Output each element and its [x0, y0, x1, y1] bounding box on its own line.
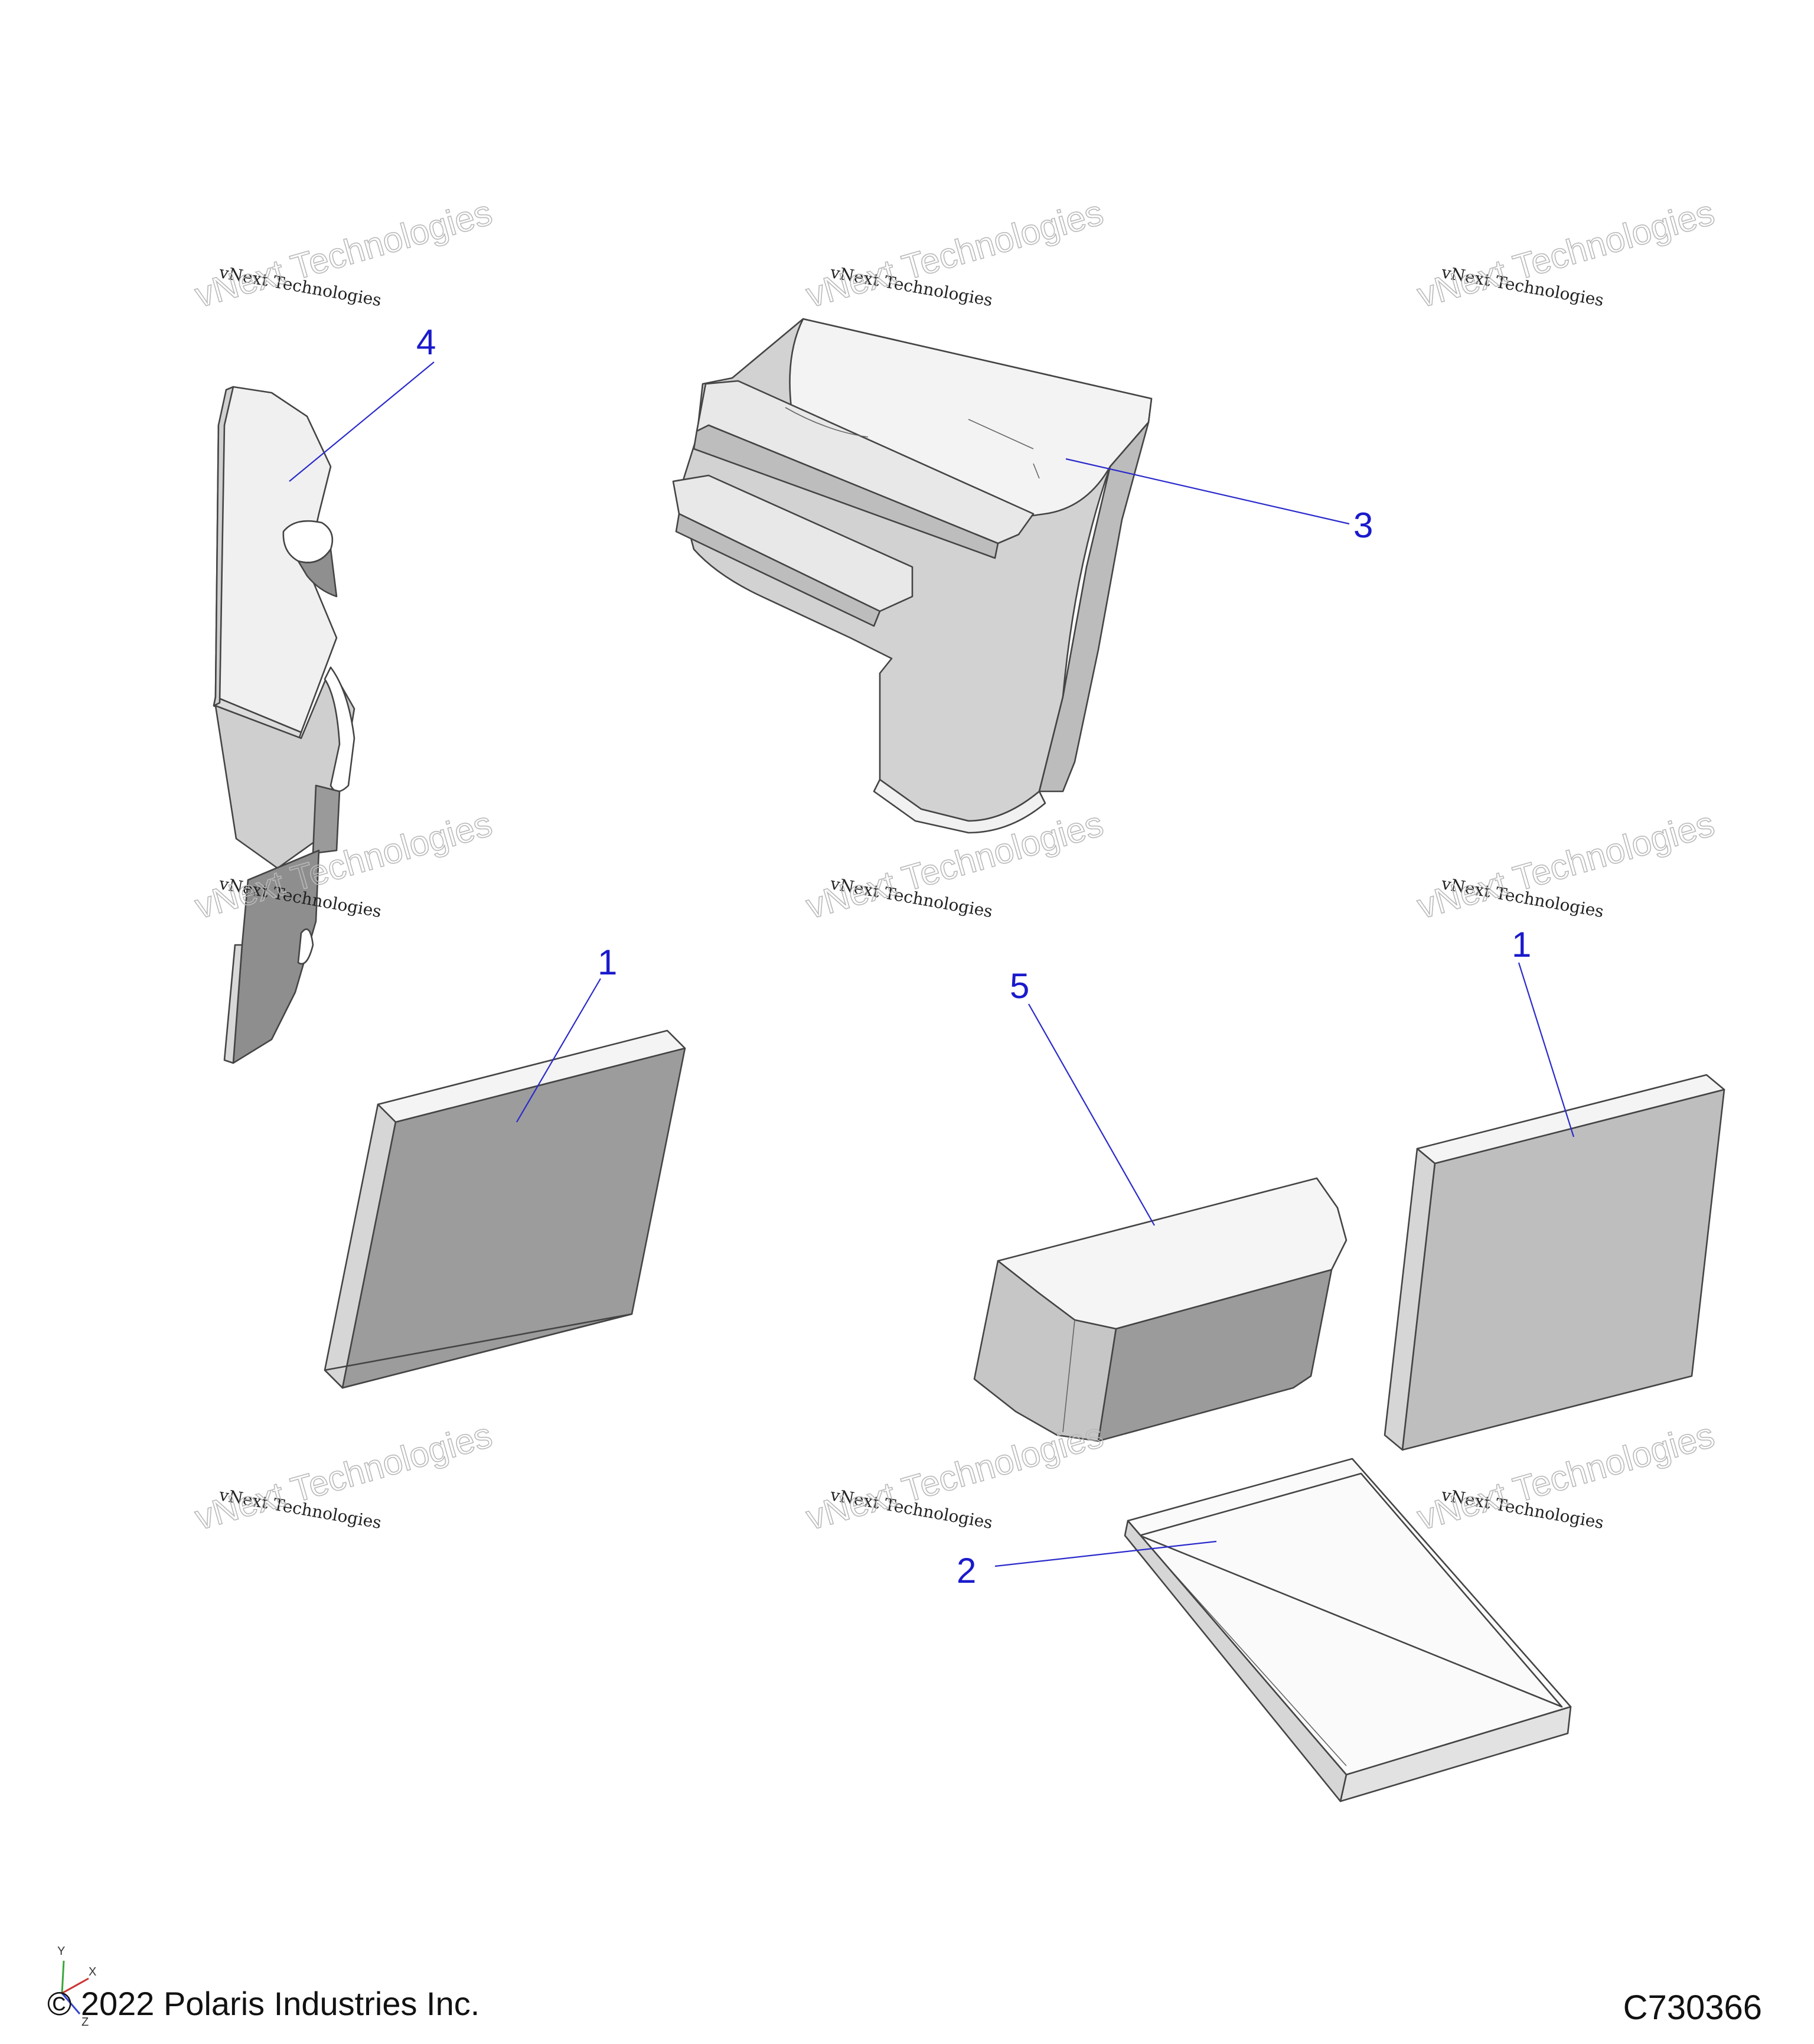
axis-z-label: Z — [81, 2016, 89, 2029]
leader-5 — [1028, 1003, 1155, 1226]
watermark: vNext Technologies vNext Technologies — [1412, 192, 1719, 315]
leader-3 — [1065, 458, 1350, 525]
watermark: vNext Technologies vNext Technologies — [190, 1414, 497, 1538]
callout-1-right: 1 — [1512, 925, 1531, 964]
callout-2: 2 — [957, 1551, 976, 1590]
callout-4: 4 — [416, 322, 436, 362]
leader-1-right — [1518, 962, 1575, 1137]
part-2-plate — [1124, 1458, 1572, 1802]
watermark: vNext Technologies vNext Technologies — [1412, 803, 1719, 927]
part-4-insulation — [213, 386, 355, 1064]
part-1-pad-left — [324, 1029, 686, 1389]
drawing-number: C730366 — [1623, 1988, 1762, 2027]
part-3-duct-insulation — [672, 318, 1153, 834]
axis-y-label: Y — [57, 1945, 65, 1958]
copyright-notice: © 2022 Polaris Industries Inc. — [47, 1985, 480, 2022]
leader-1-left — [516, 978, 601, 1123]
leader-2 — [994, 1540, 1217, 1567]
callout-1-left: 1 — [598, 943, 617, 982]
axis-x-label: X — [89, 1965, 96, 1978]
watermarks: vNext Technologies vNext Technologies vN… — [190, 192, 1719, 1538]
callout-3: 3 — [1353, 506, 1373, 545]
callout-5: 5 — [1010, 966, 1029, 1006]
part-5-block — [973, 1177, 1348, 1442]
callout-labels: 4 3 1 5 1 2 — [416, 322, 1531, 1590]
part-1-pad-right — [1384, 1074, 1725, 1451]
watermark: vNext Technologies vNext Technologies — [190, 192, 497, 315]
leader-lines — [289, 361, 1575, 1567]
leader-4 — [289, 361, 435, 482]
axis-triad: Y X Z — [57, 1945, 96, 2029]
